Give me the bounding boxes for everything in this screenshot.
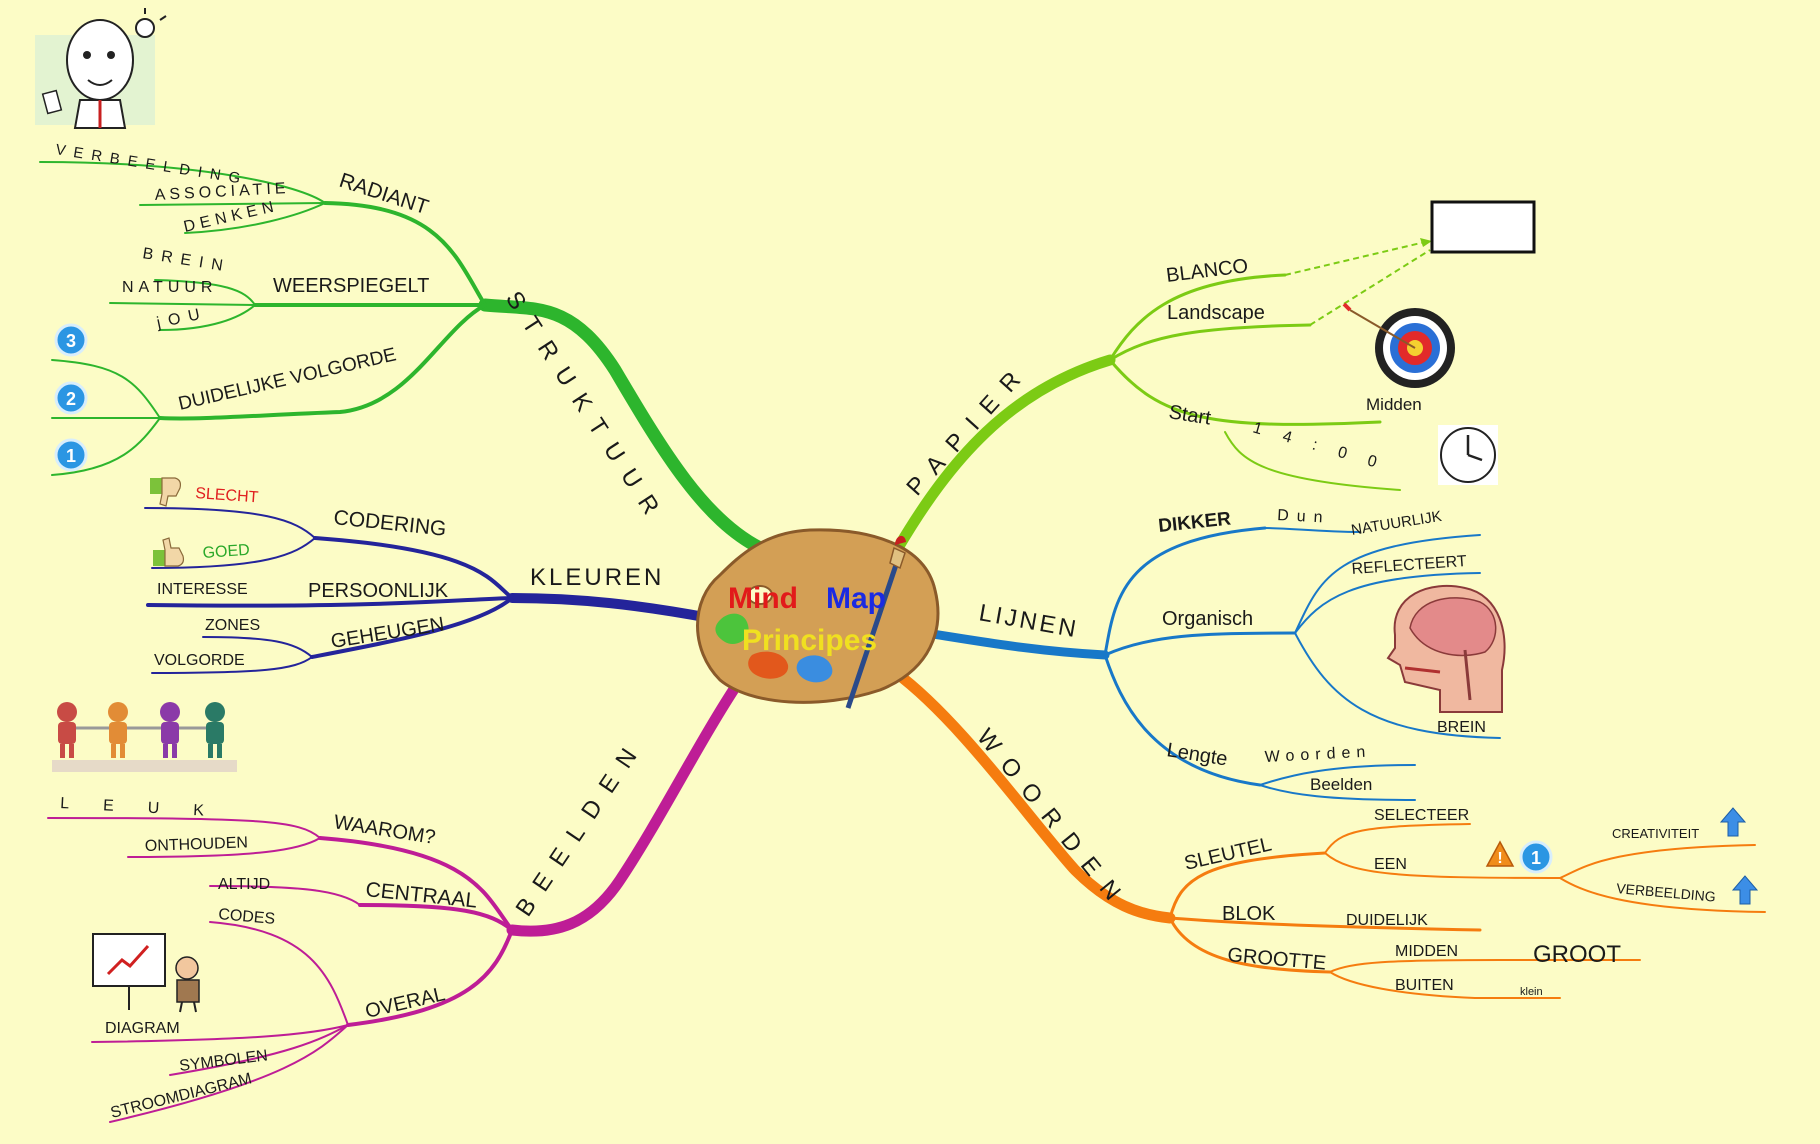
organisch-label: Organisch	[1162, 608, 1253, 630]
dun-label: Dun	[1277, 507, 1331, 527]
time-label: 14:00	[1251, 420, 1400, 478]
brein-label: BREIN	[141, 245, 231, 276]
creativiteit-label: CREATIVITEIT	[1612, 826, 1699, 841]
clock-icon	[1438, 425, 1498, 485]
geheugen-label: GEHEUGEN	[329, 613, 446, 653]
struktuur-label: STRUKTUUR	[500, 287, 672, 532]
branch-woorden	[889, 666, 1766, 999]
svg-text:1: 1	[66, 446, 76, 466]
warning-icon: !	[1485, 840, 1515, 867]
thumbs-up-icon	[153, 537, 185, 567]
svg-text:1: 1	[1531, 848, 1541, 868]
symbolen-label: SYMBOLEN	[178, 1047, 268, 1075]
papier-connectors	[1284, 241, 1431, 326]
codering-label: CODERING	[332, 506, 447, 541]
klein-label: klein	[1520, 986, 1543, 998]
zones-label: ZONES	[205, 617, 260, 634]
idea-cartoon	[35, 8, 167, 129]
diagram-label: DIAGRAM	[105, 1020, 180, 1037]
slecht-label: SLECHT	[195, 485, 259, 506]
interesse-label: INTERESSE	[157, 581, 248, 598]
start-label: Start	[1167, 401, 1213, 429]
jou-label: jOU	[154, 305, 209, 333]
sleutel-label: SLEUTEL	[1182, 833, 1274, 874]
up-arrow-icon	[1719, 807, 1747, 837]
beelden-small-label: Beelden	[1310, 775, 1372, 794]
thumbs-down-icon	[150, 477, 182, 507]
duidelijk-label: DUIDELIJK	[1346, 912, 1428, 929]
svg-text:2: 2	[66, 389, 76, 409]
selecteer-label: SELECTEER	[1374, 807, 1469, 824]
central-map: Map	[826, 582, 886, 615]
central-mind: Mind	[728, 582, 798, 615]
landscape-label: Landscape	[1167, 302, 1265, 324]
diagram-presenter	[92, 933, 200, 1013]
onthouden-label: ONTHOUDEN	[145, 834, 249, 855]
natuur-label: NATUUR	[122, 279, 217, 296]
midden2-label: MIDDEN	[1395, 943, 1458, 960]
midden-label: Midden	[1366, 395, 1422, 414]
svg-text:!: !	[1497, 850, 1502, 867]
central-principes: Principes	[742, 624, 877, 657]
branch-beelden	[47, 674, 746, 1123]
branch-papier	[892, 273, 1401, 554]
een-label: EEN	[1374, 856, 1407, 873]
verbeelding-label: VERBEELDING	[54, 141, 249, 188]
badge-one: 1	[1519, 840, 1553, 874]
natuurlijk-label: NATUURLIJK	[1350, 508, 1443, 539]
lijnen-label: LIJNEN	[977, 599, 1081, 643]
volgorde-label: VOLGORDE	[154, 652, 245, 669]
kleuren-label: KLEUREN	[530, 564, 664, 591]
badge-1: 1	[54, 438, 88, 472]
codes-label: CODES	[218, 906, 276, 928]
blok-label: BLOK	[1222, 903, 1276, 925]
brein2-label: BREIN	[1437, 719, 1486, 736]
goed-label: GOED	[202, 542, 250, 562]
woorden-label: WOORDEN	[971, 724, 1134, 917]
lengte-label: Lengte	[1165, 739, 1229, 770]
overal-label: OVERAL	[363, 983, 447, 1023]
persoonlijk-label: PERSOONLIJK	[308, 580, 449, 602]
svg-text:3: 3	[66, 331, 76, 351]
weerspiegelt-label: WEERSPIEGELT	[273, 275, 429, 297]
brain-anatomy	[1386, 584, 1506, 713]
connector-arrowhead	[1420, 238, 1432, 247]
stroomdiagram-label: STROOMDIAGRAM	[109, 1070, 254, 1122]
target-icon	[1342, 302, 1455, 388]
grootte-label: GROOTTE	[1227, 944, 1327, 975]
branch-struktuur	[39, 161, 767, 555]
papier-label: PAPIER	[901, 356, 1035, 501]
blanco-label: BLANCO	[1165, 255, 1249, 287]
blank-paper-icon	[1430, 200, 1536, 254]
up-arrow-icon	[1731, 875, 1759, 905]
woorden-small-label: Woorden	[1264, 743, 1371, 766]
branch-kleuren	[144, 507, 715, 674]
palette-icon	[696, 528, 940, 709]
children-silhouettes	[52, 702, 237, 772]
waarom-label: WAAROM?	[332, 811, 437, 849]
groot-label: GROOT	[1533, 941, 1621, 968]
buiten-label: BUITEN	[1395, 977, 1454, 994]
badge-3: 3	[54, 323, 88, 357]
beelden-label: BEELDEN	[511, 732, 651, 921]
badge-2: 2	[54, 381, 88, 415]
altijd-label: ALTIJD	[218, 876, 270, 893]
